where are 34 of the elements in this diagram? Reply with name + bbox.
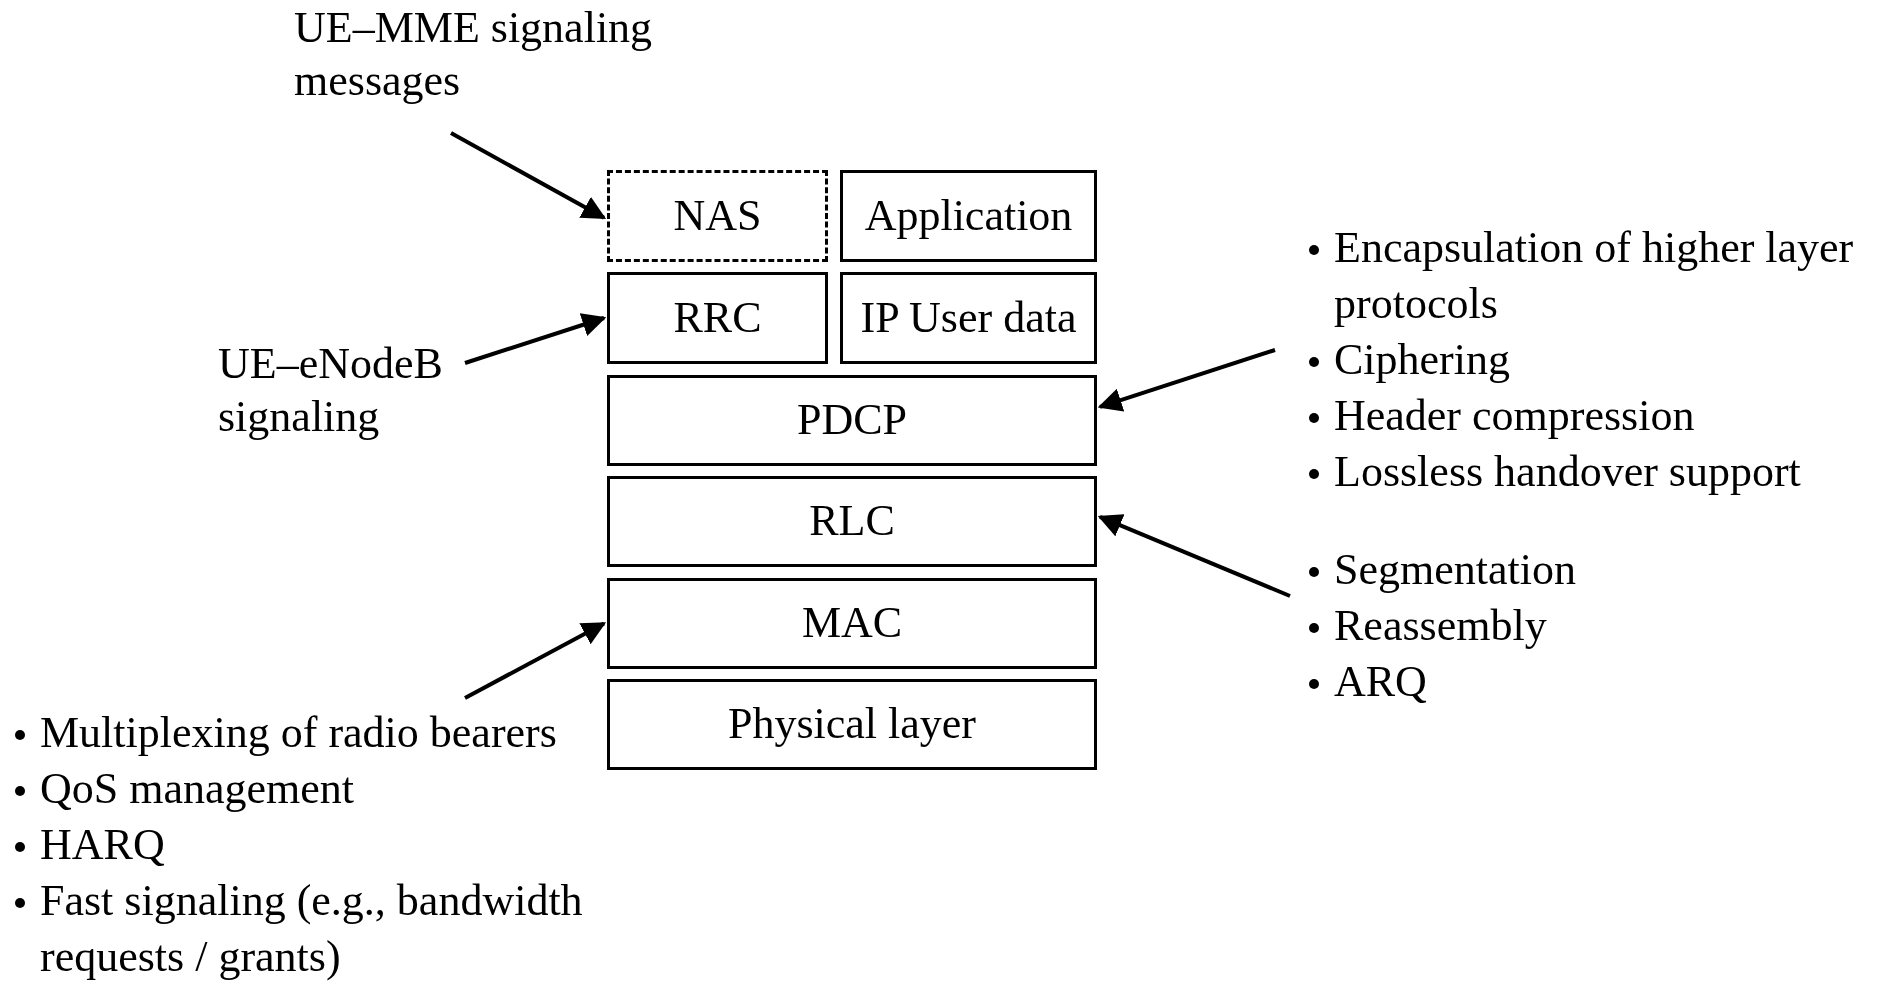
layer-name: Application <box>864 189 1073 242</box>
layer-name: IP User data <box>860 291 1077 344</box>
bullet-text: Multiplexing of radio bearers <box>40 708 557 757</box>
bullet-text: Ciphering <box>1334 334 1510 384</box>
protocol-layer-box <box>607 170 828 262</box>
bullet-text: Header compression <box>1334 390 1695 440</box>
protocol-layer-box <box>607 578 1097 669</box>
bullet-text: Encapsulation of higher layer protocols <box>1334 223 1854 328</box>
bullet-text: Reassembly <box>1334 600 1547 650</box>
bullet-text: ARQ <box>1334 656 1427 706</box>
arrow <box>464 621 607 700</box>
protocol-layer-box <box>607 375 1097 466</box>
layer-name: NAS <box>673 189 762 242</box>
arrow <box>464 313 607 365</box>
layer-name: Physical layer <box>727 698 976 751</box>
layer-name: PDCP <box>796 394 908 447</box>
arrow <box>1097 348 1276 412</box>
layer-name: RRC <box>673 291 762 344</box>
bullet-text: Fast signaling (e.g., bandwidth requests / grants) <box>40 875 583 981</box>
bullet-text: QoS management <box>40 763 355 813</box>
protocol-layer-box <box>840 272 1097 364</box>
layer-name: RLC <box>809 495 895 548</box>
annotation-text: UE–eNodeB signaling <box>218 338 463 444</box>
protocol-layer-box <box>840 170 1097 262</box>
bullet-text: Segmentation <box>1334 545 1576 594</box>
bullet-text: HARQ <box>40 819 165 869</box>
protocol-layer-box <box>607 476 1097 567</box>
protocol-layer-box <box>607 679 1097 770</box>
arrow <box>450 131 607 220</box>
annotation-text: UE–MME signaling messages <box>294 2 666 108</box>
protocol-layer-box <box>607 272 828 364</box>
bullet-text: Lossless handover support <box>1334 446 1801 496</box>
layer-name: MAC <box>801 597 903 650</box>
arrow <box>1097 514 1291 598</box>
